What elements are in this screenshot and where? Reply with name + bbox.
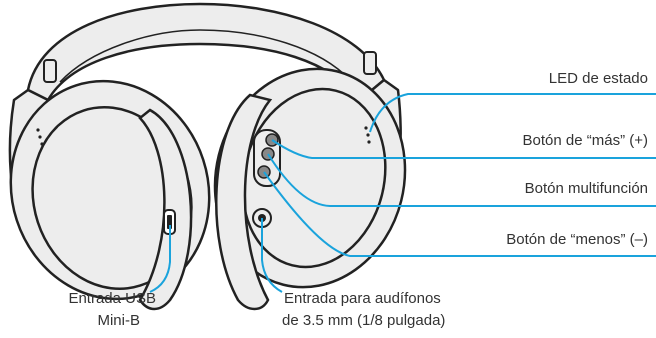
label-plus-button: Botón de “más” (+) [522,132,648,149]
left-cushion [138,108,193,311]
label-led: LED de estado [548,70,648,87]
callout-jack [261,218,283,293]
label-jack-line1: Entrada para audífonos [284,290,441,307]
label-minus-button: Botón de “menos” (–) [506,231,648,248]
callout-minus [263,171,656,257]
label-multifunction-button: Botón multifunción [524,180,648,197]
callout-led [369,93,656,133]
callout-usb [149,225,171,293]
label-jack-line2: de 3.5 mm (1/8 pulgada) [282,312,446,329]
callout-plus [271,139,656,159]
label-usb-line2: Mini-B [97,312,140,329]
label-usb-line1: Entrada USB [68,290,156,307]
callout-lines [149,93,656,293]
right-cushion [215,93,273,311]
callout-multi [267,153,656,207]
